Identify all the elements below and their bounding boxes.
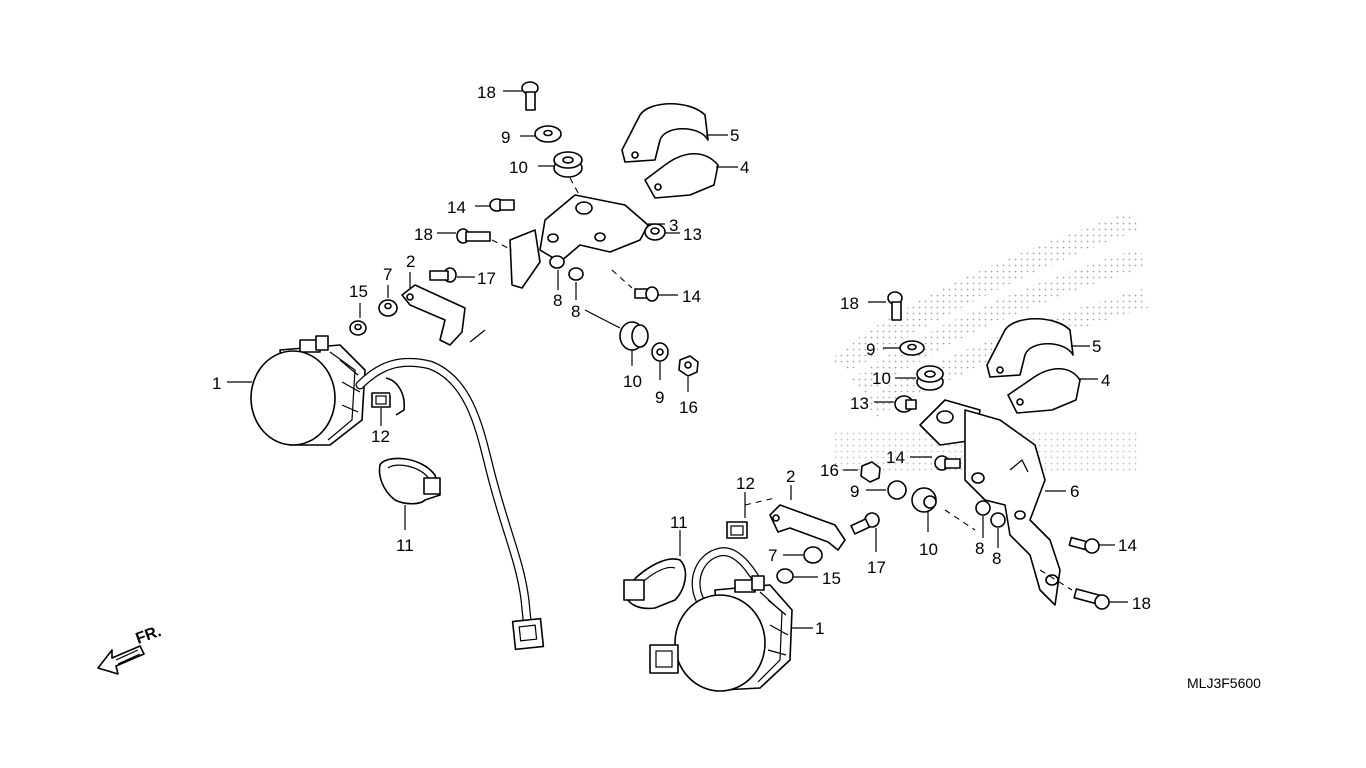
callout-5b: 5 xyxy=(1092,337,1101,356)
callout-10c: 10 xyxy=(872,369,891,388)
bracket-2-right xyxy=(744,485,846,551)
front-marker-label: FR. xyxy=(134,623,164,648)
nut-13-right xyxy=(874,395,917,413)
connector-12-left xyxy=(371,392,391,426)
callout-9b: 9 xyxy=(655,388,664,407)
washer-9-mid-right xyxy=(866,480,907,500)
callout-4b: 4 xyxy=(1101,371,1110,390)
bracket-6-right xyxy=(964,409,1066,606)
callout-14b: 14 xyxy=(682,287,701,306)
bracket-2-left xyxy=(401,272,486,346)
callout-4a: 4 xyxy=(740,158,749,177)
callout-12b: 12 xyxy=(736,474,755,493)
callout-16a: 16 xyxy=(679,398,698,417)
callout-14c: 14 xyxy=(886,448,905,467)
callout-13b: 13 xyxy=(850,394,869,413)
callout-9d: 9 xyxy=(850,482,859,501)
collar-7-right xyxy=(783,546,823,564)
nut-15-left xyxy=(349,303,367,336)
clamp-4-left xyxy=(644,153,738,199)
callout-8a: 8 xyxy=(553,291,562,310)
callout-2b: 2 xyxy=(786,467,795,486)
fog-light-1-left xyxy=(227,335,366,446)
callout-8d: 8 xyxy=(992,549,1001,568)
callout-9c: 9 xyxy=(866,340,875,359)
band-11-left xyxy=(378,457,441,530)
callout-1a: 1 xyxy=(212,374,221,393)
callout-17a: 17 xyxy=(477,269,496,288)
collar-8a-left xyxy=(549,255,565,290)
callout-8c: 8 xyxy=(975,539,984,558)
callout-10a: 10 xyxy=(509,158,528,177)
bracket-3-left xyxy=(509,194,665,289)
bolt-17-left xyxy=(429,267,475,283)
bolt-14-lower-right xyxy=(1068,536,1115,554)
rubber-10-lower-left xyxy=(584,309,649,366)
fog-light-1-right xyxy=(649,575,813,692)
connector-12-right xyxy=(726,492,748,539)
bolt-14-upper-right xyxy=(910,455,961,471)
callout-6: 6 xyxy=(1070,482,1079,501)
rubber-10-mid-right xyxy=(911,487,976,532)
bolt-14-upper-left xyxy=(475,198,515,212)
callouts-left: 18 9 10 14 18 2 7 15 17 8 8 3 5 4 13 14 … xyxy=(212,83,749,555)
callout-18c: 18 xyxy=(840,294,859,313)
callout-5a: 5 xyxy=(730,126,739,145)
clamp-5-right xyxy=(986,318,1090,378)
callout-7a: 7 xyxy=(383,265,392,284)
washer-9-lower-left xyxy=(651,342,669,380)
right-assembly xyxy=(623,291,1128,692)
diagram-code: MLJ3F5600 xyxy=(1187,675,1261,691)
callout-11b: 11 xyxy=(670,513,688,532)
callout-10b: 10 xyxy=(623,372,642,391)
bolt-18-mid-left xyxy=(437,228,513,251)
bolt-18-lower-right xyxy=(1039,569,1128,610)
bolt-17-right xyxy=(850,512,880,552)
callout-14a: 14 xyxy=(447,198,466,217)
callout-2a: 2 xyxy=(406,252,415,271)
bolt-18-top-left xyxy=(503,81,539,111)
callout-3: 3 xyxy=(669,216,678,235)
rubber-10-top-right xyxy=(895,365,944,391)
washer-9-top-left xyxy=(520,125,562,143)
nut-16-left xyxy=(678,355,699,392)
nut-15-right xyxy=(776,568,818,584)
collar-8b-right xyxy=(990,512,1006,548)
callout-18a: 18 xyxy=(477,83,496,102)
collar-7-left xyxy=(378,285,398,317)
collar-8b-left xyxy=(568,267,584,300)
left-assembly xyxy=(227,81,738,651)
nut-13-left xyxy=(644,223,680,241)
collar-8a-right xyxy=(975,500,991,538)
callout-10d: 10 xyxy=(919,540,938,559)
callout-8b: 8 xyxy=(571,302,580,321)
bolt-14-lower-left xyxy=(611,269,678,302)
callout-18d: 18 xyxy=(1132,594,1151,613)
band-11-right xyxy=(623,530,687,610)
callout-16b: 16 xyxy=(820,461,839,480)
callout-15a: 15 xyxy=(349,282,368,301)
callout-7b: 7 xyxy=(768,546,777,565)
clamp-4-right xyxy=(1007,367,1098,414)
nut-16-right xyxy=(843,461,881,483)
callout-14d: 14 xyxy=(1118,536,1137,555)
front-direction-arrow: FR. xyxy=(97,623,164,675)
washer-9-top-right xyxy=(883,340,925,356)
callout-17b: 17 xyxy=(867,558,886,577)
bolt-18-top-right xyxy=(868,291,903,321)
callout-12a: 12 xyxy=(371,427,390,446)
callout-13a: 13 xyxy=(683,225,702,244)
callouts-right: 18 9 10 13 5 4 14 16 9 12 2 11 7 15 17 1… xyxy=(670,294,1151,638)
callout-18b: 18 xyxy=(414,225,433,244)
callout-9a: 9 xyxy=(501,128,510,147)
cable-left xyxy=(355,357,545,651)
clamp-5-left xyxy=(621,103,728,163)
callout-1b: 1 xyxy=(815,619,824,638)
callout-15b: 15 xyxy=(822,569,841,588)
callout-11a: 11 xyxy=(396,536,414,555)
rubber-10-top-left xyxy=(538,151,583,201)
